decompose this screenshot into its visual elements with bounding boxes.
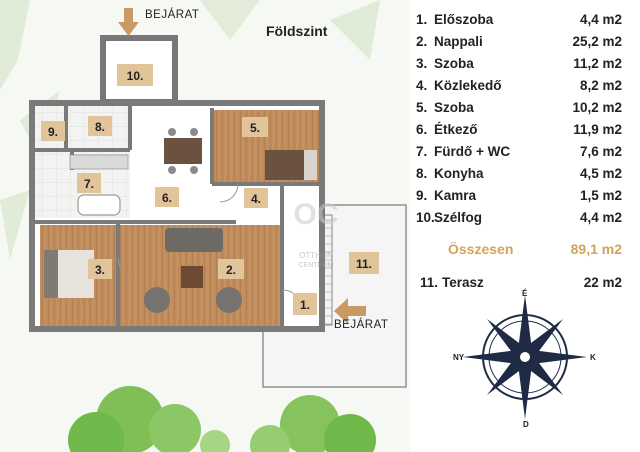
bathtub-icon bbox=[77, 194, 121, 216]
trees bbox=[68, 386, 376, 452]
plan-title: Földszint bbox=[266, 23, 328, 39]
room-4-label: 4. bbox=[251, 192, 261, 206]
room-10-label: 10. bbox=[127, 69, 144, 83]
room-7-label: 7. bbox=[84, 177, 94, 191]
compass-north: É bbox=[522, 289, 528, 298]
room-5-label: 5. bbox=[250, 121, 260, 135]
room-6-label: 6. bbox=[162, 191, 172, 205]
entry-label-top: BEJÁRAT bbox=[145, 9, 200, 21]
building bbox=[29, 100, 325, 332]
room-10-label-bg bbox=[117, 64, 153, 86]
entry-arrow-top bbox=[118, 8, 139, 36]
watermark-logo: OC OTTHON CENTRUM bbox=[294, 198, 339, 269]
svg-text:OC: OC bbox=[294, 198, 339, 231]
room-9-label: 9. bbox=[48, 125, 58, 139]
entry-label-right: BEJÁRAT bbox=[334, 319, 389, 331]
room-2-label: 2. bbox=[226, 263, 236, 277]
compass-rose-icon bbox=[463, 295, 587, 419]
room-3-label: 3. bbox=[95, 263, 105, 277]
armchair-icon bbox=[216, 287, 242, 313]
sofa-icon bbox=[165, 228, 223, 252]
kitchen-counter-icon bbox=[69, 154, 129, 170]
compass-west: NY bbox=[453, 353, 465, 362]
compass-south: D bbox=[523, 420, 529, 429]
room-11-label: 11. bbox=[356, 257, 372, 271]
svg-text:CENTRUM: CENTRUM bbox=[299, 262, 334, 269]
svg-text:OTTHON: OTTHON bbox=[299, 251, 333, 260]
room-8-label: 8. bbox=[95, 120, 105, 134]
room-1-label: 1. bbox=[300, 298, 310, 312]
armchair-icon bbox=[144, 287, 170, 313]
entry-arrow-right bbox=[334, 298, 366, 324]
dining-table-icon bbox=[164, 138, 202, 164]
compass-east: K bbox=[590, 353, 596, 362]
coffee-table-icon bbox=[181, 266, 203, 288]
